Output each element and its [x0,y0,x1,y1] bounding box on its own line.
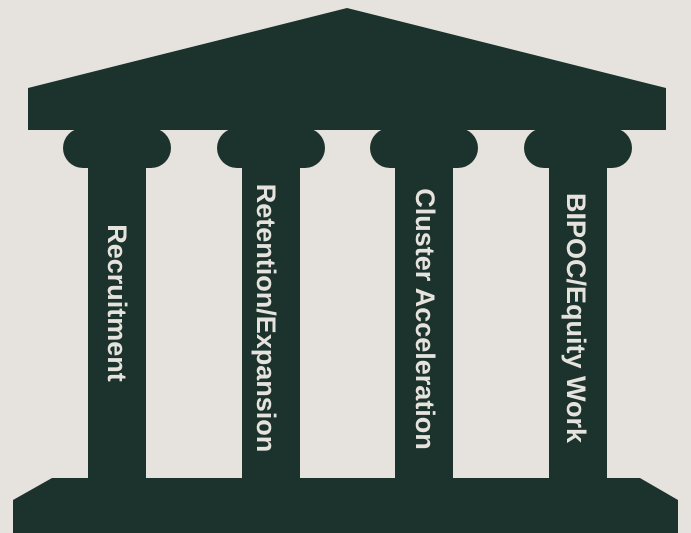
roof [28,8,666,130]
pillar-capital [370,128,478,168]
pillar-shaft [395,164,453,484]
pillar-label: Cluster Acceleration [410,188,440,450]
pillar-label: BIPOC/Equity Work [561,193,591,444]
pillar-retention-expansion: Retention/Expansion [217,128,325,484]
pillar-capital [217,128,325,168]
pillar-capital [63,128,171,168]
pillar-shaft [242,164,300,484]
base [13,478,678,533]
pillar-shaft [88,164,146,484]
pillar-label: Recruitment [102,224,132,382]
pillar-recruitment: Recruitment [63,128,171,484]
pillar-capital [524,128,632,168]
pillar-shaft [549,164,607,484]
pillar-label: Retention/Expansion [251,184,281,453]
pillar-cluster-acceleration: Cluster Acceleration [370,128,478,484]
pillar-bipoc-equity-work: BIPOC/Equity Work [524,128,632,484]
